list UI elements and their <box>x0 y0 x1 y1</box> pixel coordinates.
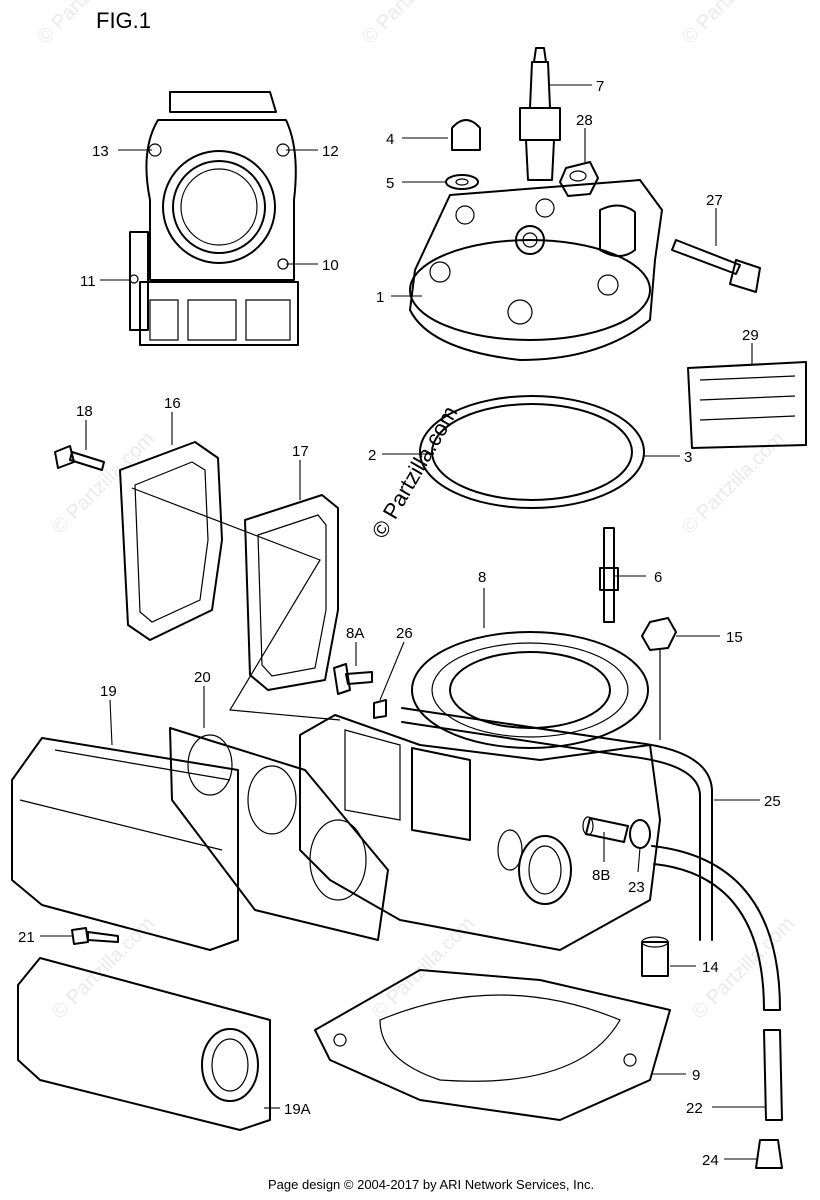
callout-24: 24 <box>702 1152 719 1169</box>
guide-lines <box>131 487 661 740</box>
cover-bolt <box>71 927 119 945</box>
callout-29: 29 <box>742 327 759 344</box>
watermark-text: © Partzilla.com <box>678 428 789 539</box>
hose-end-clip <box>755 1139 783 1169</box>
head-gasket <box>419 395 645 509</box>
hose-bypass <box>401 707 781 1011</box>
flange-bolt <box>54 445 105 471</box>
callout-18: 18 <box>76 403 93 420</box>
cover-gasket <box>119 441 223 641</box>
callout-16: 16 <box>164 395 181 412</box>
callout-23: 23 <box>628 879 645 896</box>
callout-20: 20 <box>194 669 211 686</box>
callout-15: 15 <box>726 629 743 646</box>
leader-lines <box>40 84 766 1160</box>
callout-26: 26 <box>396 625 413 642</box>
callout-8: 8 <box>478 569 486 586</box>
washer <box>445 174 479 190</box>
callout-28: 28 <box>576 112 593 129</box>
callout-7: 7 <box>596 78 604 95</box>
callout-1: 1 <box>376 289 384 306</box>
watermark-text: © Partzilla.com <box>678 0 789 49</box>
callout-labels: 13 12 10 11 4 5 7 28 27 1 29 2 3 18 16 1… <box>18 78 781 1169</box>
callout-11: 11 <box>80 273 96 290</box>
callout-3: 3 <box>684 449 692 466</box>
callout-22: 22 <box>686 1100 703 1117</box>
valve-cover <box>11 737 239 951</box>
base-gasket <box>314 969 671 1121</box>
callout-21: 21 <box>18 929 35 946</box>
watermark-text: © Partzilla.com <box>358 0 469 49</box>
elbow-fitting <box>333 663 373 695</box>
watermark-text: © Partzilla.com <box>368 913 479 1024</box>
hose-clamp <box>629 819 651 849</box>
valve-cover-with-port <box>17 957 271 1131</box>
drain-hose <box>763 1029 783 1121</box>
valve-gasket <box>169 727 389 941</box>
watermark-text: © Partzilla.com <box>48 913 159 1024</box>
exhaust-valve-gasket <box>244 494 339 691</box>
callout-17: 17 <box>292 443 309 460</box>
straight-fitting <box>582 816 629 843</box>
callout-2: 2 <box>368 447 376 464</box>
callout-25: 25 <box>764 793 781 810</box>
figure-title: FIG.1 <box>96 8 152 33</box>
cylinder <box>299 631 661 951</box>
callout-8A: 8A <box>346 625 364 642</box>
flange-nut <box>641 617 677 651</box>
callout-9: 9 <box>692 1067 700 1084</box>
gasket-kit <box>687 361 807 449</box>
cap-nut <box>451 119 481 151</box>
hose-clip <box>373 699 387 719</box>
watermark-text: © Partzilla.com <box>48 428 159 539</box>
callout-14: 14 <box>702 959 719 976</box>
callout-12: 12 <box>322 143 339 160</box>
footer-copyright: Page design © 2004-2017 by ARI Network S… <box>268 1177 595 1192</box>
watermark-main: © Partzilla.com <box>367 402 463 543</box>
callout-10: 10 <box>322 257 339 274</box>
callout-13: 13 <box>92 143 109 160</box>
callout-6: 6 <box>654 569 662 586</box>
callout-27: 27 <box>706 192 723 209</box>
dowel-collar <box>641 936 669 977</box>
callout-19A: 19A <box>284 1101 311 1118</box>
cylinder-head <box>409 179 663 361</box>
spark-plug <box>519 47 561 181</box>
callout-8B: 8B <box>592 867 610 884</box>
callout-19: 19 <box>100 683 117 700</box>
callout-5: 5 <box>386 175 394 192</box>
cylinder-top-view <box>129 91 299 346</box>
callout-4: 4 <box>386 131 394 148</box>
watermark-text: © Partzilla.com <box>33 0 144 49</box>
stud-bolt <box>599 527 619 623</box>
bolt <box>671 239 761 293</box>
hex-nut <box>559 161 599 197</box>
